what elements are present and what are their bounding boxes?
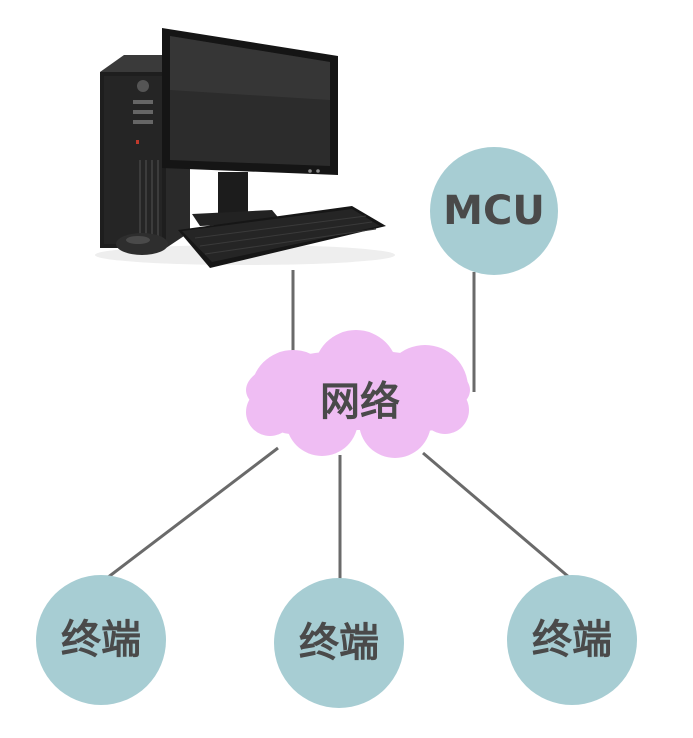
terminal-label: 终端: [61, 617, 141, 663]
mcu-node: [430, 147, 558, 275]
terminal-label: 终端: [299, 620, 379, 666]
terminal-node-3: [507, 575, 637, 705]
mcu-label: MCU: [443, 188, 545, 234]
terminal-node-1: [36, 575, 166, 705]
desktop-computer-icon: [95, 28, 395, 268]
terminal-node-2: [274, 578, 404, 708]
network-cloud: [246, 330, 470, 458]
line-network-terminal-3: [422, 451, 571, 580]
line-network-terminal-1: [106, 446, 279, 580]
terminal-label: 终端: [532, 617, 612, 663]
network-label: 网络: [320, 379, 400, 425]
